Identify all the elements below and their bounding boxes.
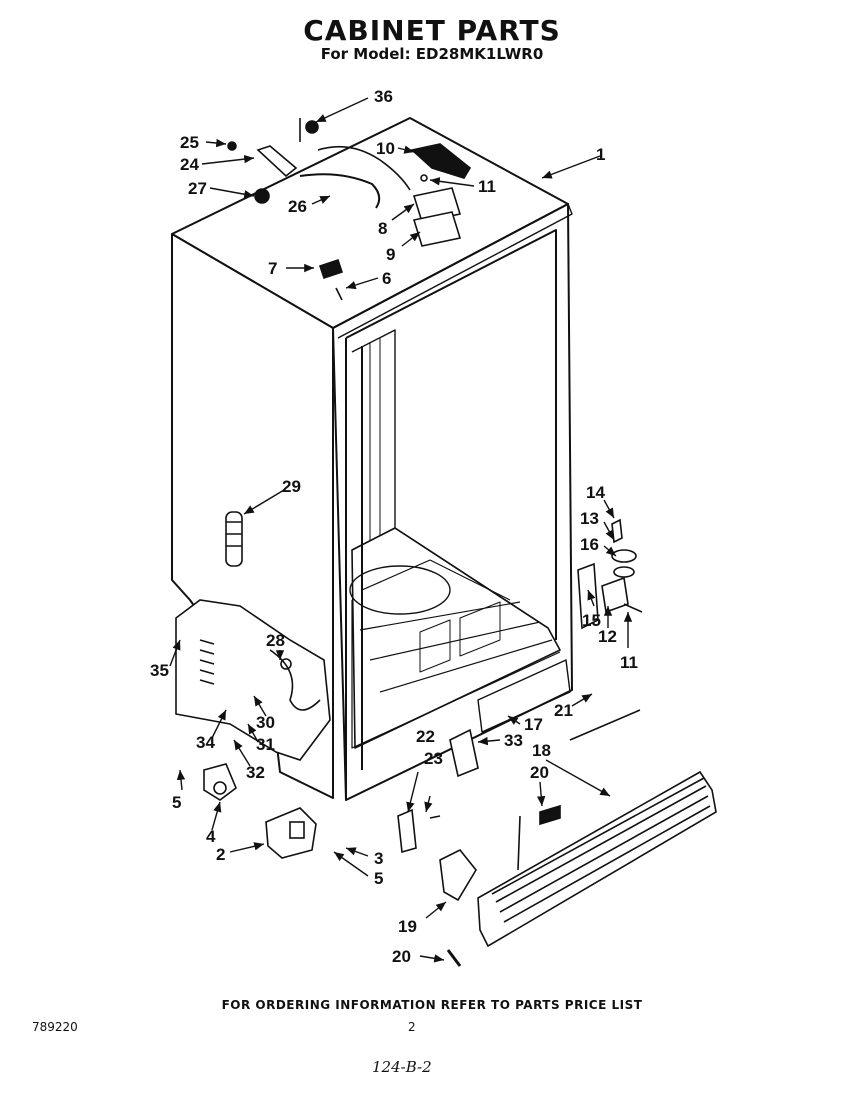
callout-20-bottom: 20 [392, 947, 411, 966]
page-number: 2 [408, 1020, 416, 1034]
callout-36: 36 [374, 87, 393, 106]
callout-6: 6 [382, 269, 391, 288]
callout-10: 10 [376, 139, 395, 158]
callout-15: 15 [582, 611, 601, 630]
callout-21: 21 [554, 701, 573, 720]
callout-5-bottom: 5 [374, 869, 383, 888]
handwritten-note: 124-B-2 [372, 1058, 432, 1076]
callout-23: 23 [424, 749, 443, 768]
callout-20-right: 20 [530, 763, 549, 782]
callout-7: 7 [268, 259, 277, 278]
callout-8: 8 [378, 219, 387, 238]
callout-28: 28 [266, 631, 285, 650]
callout-29: 29 [282, 477, 301, 496]
callout-33: 33 [504, 731, 523, 750]
callout-16: 16 [580, 535, 599, 554]
part-drawings [175, 118, 717, 967]
callout-26: 26 [288, 197, 307, 216]
ordering-note: FOR ORDERING INFORMATION REFER TO PARTS … [221, 998, 643, 1012]
callout-31: 31 [256, 735, 275, 754]
leader-lines [169, 97, 633, 963]
callout-27: 27 [188, 179, 207, 198]
document-number: 789220 [32, 1020, 78, 1034]
callout-3: 3 [374, 849, 383, 868]
callout-2: 2 [216, 845, 225, 864]
callout-4: 4 [206, 827, 216, 846]
callout-14: 14 [586, 483, 605, 502]
callout-labels: 36 25 24 27 26 10 11 1 8 9 7 6 29 14 13 … [150, 87, 638, 966]
callout-34: 34 [196, 733, 215, 752]
callout-22: 22 [416, 727, 435, 746]
callout-11-right: 11 [620, 653, 638, 672]
callout-32: 32 [246, 763, 265, 782]
callout-12: 12 [598, 627, 617, 646]
callout-9: 9 [386, 245, 395, 264]
callout-5-left: 5 [172, 793, 181, 812]
callout-25: 25 [180, 133, 199, 152]
callout-18: 18 [532, 741, 551, 760]
callout-1: 1 [596, 145, 605, 164]
callout-17: 17 [524, 715, 543, 734]
callout-24: 24 [180, 155, 199, 174]
page-title: CABINET PARTS [303, 14, 561, 47]
callout-19: 19 [398, 917, 417, 936]
callout-13: 13 [580, 509, 599, 528]
callout-11-top: 11 [478, 177, 496, 196]
callout-30: 30 [256, 713, 275, 732]
callout-35: 35 [150, 661, 169, 680]
model-subtitle: For Model: ED28MK1LWR0 [320, 45, 544, 63]
